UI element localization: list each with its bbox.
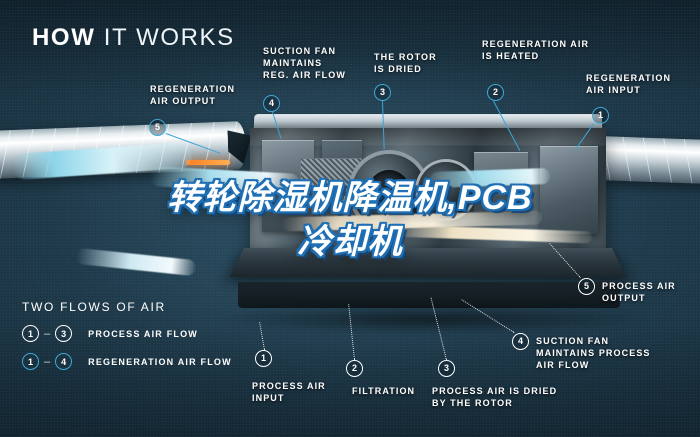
legend-badge-from-1-regen: 1 xyxy=(22,353,39,370)
dehumidifier-cutaway-illustration xyxy=(0,96,700,354)
legend-label-regeneration-air-flow: REGENERATION AIR FLOW xyxy=(88,356,232,367)
legend-label-process-air-flow: PROCESS AIR FLOW xyxy=(88,328,198,339)
legend-row-process-air-flow: 1 – 3 PROCESS AIR FLOW xyxy=(22,325,232,342)
badge-2-filtration: 2 xyxy=(346,360,363,377)
legend-dash-1: – xyxy=(44,327,51,340)
badge-1-regen-input: 1 xyxy=(592,107,609,124)
legend-badge-to-4: 4 xyxy=(55,353,73,370)
legend-row-regeneration-air-flow: 1 – 4 REGENERATION AIR FLOW xyxy=(22,353,232,370)
chinese-overlay-text: 转轮除湿机降温机,PCB 冷却机 xyxy=(0,176,700,264)
legend-badge-from-1: 1 xyxy=(22,325,39,342)
cabinet-panel-3 xyxy=(540,146,598,234)
badge-1-process-input: 1 xyxy=(255,350,272,367)
badge-5-regeneration-output: 5 xyxy=(149,119,166,136)
legend: TWO FLOWS OF AIR 1 – 3 PROCESS AIR FLOW … xyxy=(22,300,232,381)
chinese-overlay-line-1: 转轮除湿机降温机,PCB xyxy=(167,179,533,217)
title-light: IT WORKS xyxy=(103,24,235,51)
badge-5-process-output: 5 xyxy=(578,278,595,295)
label-regeneration-heated: REGENERATION AIR IS HEATED xyxy=(482,39,590,61)
label-process-air-input: PROCESS AIR INPUT xyxy=(252,381,326,403)
badge-4-suction-fan-reg: 4 xyxy=(263,95,280,112)
legend-dash-2: – xyxy=(44,355,51,368)
label-process-air-dried: PROCESS AIR IS DRIED BY THE ROTOR xyxy=(432,386,558,408)
badge-3-rotor-dried: 3 xyxy=(374,84,391,101)
badge-3-process-dried: 3 xyxy=(438,360,455,377)
chinese-overlay-line-2: 冷却机 xyxy=(297,223,403,261)
label-process-air-output: PROCESS AIR OUTPUT xyxy=(602,281,676,303)
label-regeneration-air-input: REGENERATION AIR INPUT xyxy=(586,73,672,95)
filter-mesh xyxy=(300,158,362,192)
cabinet-base xyxy=(238,282,620,308)
label-rotor-is-dried: THE ROTOR IS DRIED xyxy=(374,52,437,74)
legend-badge-to-3: 3 xyxy=(55,325,73,342)
badge-2-regen-heated: 2 xyxy=(487,84,504,101)
label-filtration: FILTRATION xyxy=(352,386,416,396)
page-title: HOW IT WORKS xyxy=(32,24,235,52)
drop-shadow xyxy=(210,304,650,334)
badge-4-suction-fan-process: 4 xyxy=(512,333,529,350)
heater-element-glow xyxy=(296,196,392,203)
label-suction-fan-process: SUCTION FAN MAINTAINS PROCESS AIR FLOW xyxy=(536,336,651,370)
label-suction-fan-reg: SUCTION FAN MAINTAINS REG. AIR FLOW xyxy=(263,46,346,80)
legend-heading: TWO FLOWS OF AIR xyxy=(22,300,166,314)
heater-element-secondary xyxy=(186,160,230,165)
title-bold: HOW xyxy=(32,24,96,51)
label-regeneration-air-output: REGENERATION AIR OUTPUT xyxy=(150,84,236,106)
